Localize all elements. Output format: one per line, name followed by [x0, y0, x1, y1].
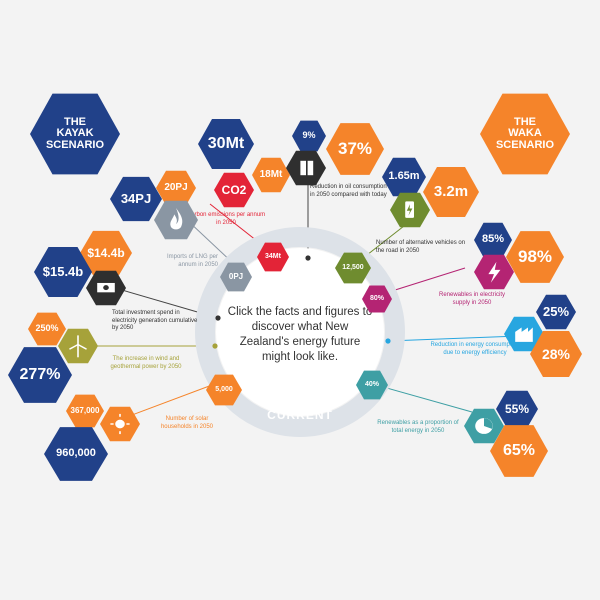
vehicles-caption: Number of alternative vehicles on the ro…: [376, 240, 466, 254]
efficiency-kayak-hex[interactable]: 25%: [536, 294, 576, 330]
carbon-caption: Carbon emissions per annum in 2050: [186, 212, 266, 226]
money-icon[interactable]: [86, 270, 126, 306]
flame-icon[interactable]: [154, 200, 198, 240]
renew-elec-kayak-hex[interactable]: 85%: [474, 222, 512, 258]
sun-icon[interactable]: [100, 406, 140, 442]
oil-icon[interactable]: [286, 150, 326, 186]
renew-total-caption: Renewables as a proportion of total ener…: [377, 420, 459, 434]
renew-elec-waka-hex[interactable]: 98%: [506, 230, 564, 284]
investment-waka-hex[interactable]: $14.4b: [80, 230, 132, 276]
wind-caption: The increase in wind and geothermal powe…: [110, 356, 182, 370]
center-prompt: Click the facts and figures to discover …: [227, 306, 373, 363]
lng-kayak-hex[interactable]: 34PJ: [110, 176, 162, 222]
current-label: CURRENT: [267, 408, 333, 422]
kayak-scenario-title[interactable]: THE KAYAK SCENARIO: [30, 92, 120, 176]
waka-scenario-title[interactable]: THE WAKA SCENARIO: [480, 92, 570, 176]
carbon-current-hex[interactable]: 34Mt: [257, 242, 289, 272]
solar-caption: Number of solar households in 2050: [160, 416, 214, 430]
solar-waka-hex[interactable]: 367,000: [66, 394, 104, 428]
investment-kayak-hex[interactable]: $15.4b: [34, 246, 92, 298]
leaf-icon[interactable]: [464, 408, 504, 444]
vehicles-waka-hex[interactable]: 3.2m: [423, 166, 479, 218]
wind-kayak-hex[interactable]: 277%: [8, 346, 72, 404]
current-ring: [195, 227, 405, 437]
wind-waka-hex[interactable]: 250%: [28, 312, 66, 346]
efficiency-waka-hex[interactable]: 28%: [530, 330, 582, 378]
lng-current-hex[interactable]: 0PJ: [220, 262, 252, 292]
lightning-icon[interactable]: [474, 254, 514, 290]
renew-total-current-hex[interactable]: 40%: [356, 370, 388, 400]
renew-elec-caption: Renewables in electricity supply in 2050: [438, 292, 506, 306]
renew-elec-current-hex[interactable]: 80%: [362, 285, 392, 313]
factory-icon[interactable]: [504, 316, 544, 352]
vehicles-kayak-hex[interactable]: 1.65m: [382, 157, 426, 197]
efficiency-caption: Reduction in energy consumption due to e…: [430, 342, 520, 356]
solar-kayak-hex[interactable]: 960,000: [44, 426, 108, 482]
oil-kayak-hex[interactable]: 9%: [292, 120, 326, 152]
solar-current-hex[interactable]: 5,000: [206, 374, 242, 406]
lng-caption: Imports of LNG per annum in 2050: [166, 254, 218, 268]
carbon-kayak-hex[interactable]: 30Mt: [198, 118, 254, 170]
oil-caption: Reduction in oil consumption in 2050 com…: [310, 184, 387, 198]
carbon-waka-hex[interactable]: 18Mt: [252, 157, 290, 193]
ring-dots: [212, 255, 391, 349]
renew-total-kayak-hex[interactable]: 55%: [496, 390, 538, 428]
turbine-icon[interactable]: [58, 328, 98, 364]
oil-waka-hex[interactable]: 37%: [326, 122, 384, 176]
investment-caption: Total investment spend in electricity ge…: [112, 310, 198, 331]
renew-total-waka-hex[interactable]: 65%: [490, 424, 548, 478]
lng-waka-hex[interactable]: 20PJ: [156, 170, 196, 206]
co2-icon[interactable]: CO2: [214, 172, 254, 208]
vehicles-current-hex[interactable]: 12,500: [335, 252, 371, 284]
charger-icon[interactable]: [390, 192, 430, 228]
